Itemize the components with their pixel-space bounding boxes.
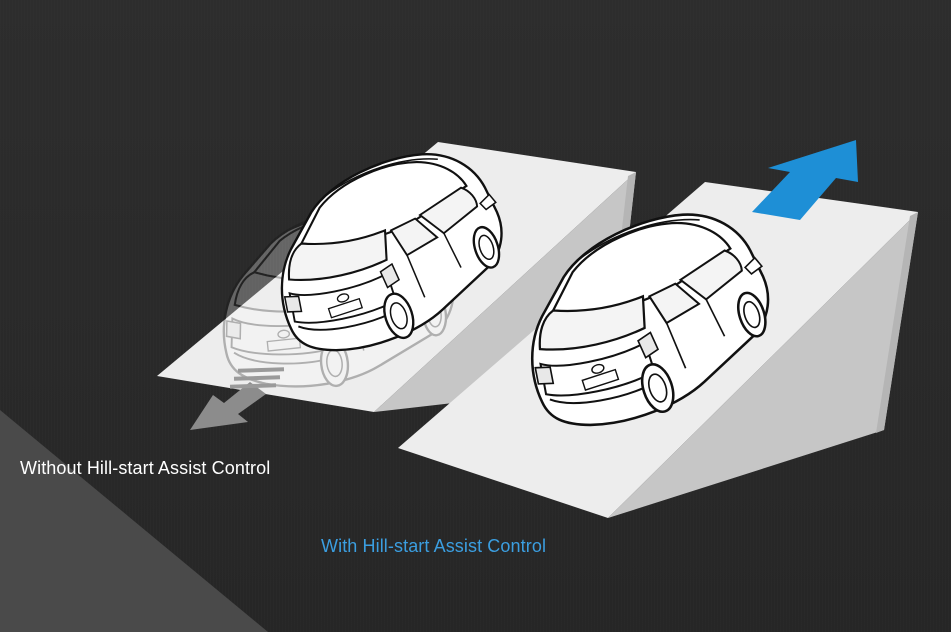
rollback-arrow-icon <box>190 367 285 430</box>
forward-arrow-icon <box>752 140 858 220</box>
corner-wedge <box>0 410 268 632</box>
caption-without-hill-start-assist: Without Hill-start Assist Control <box>20 458 271 478</box>
caption-with-hill-start-assist: With Hill-start Assist Control <box>321 536 547 556</box>
